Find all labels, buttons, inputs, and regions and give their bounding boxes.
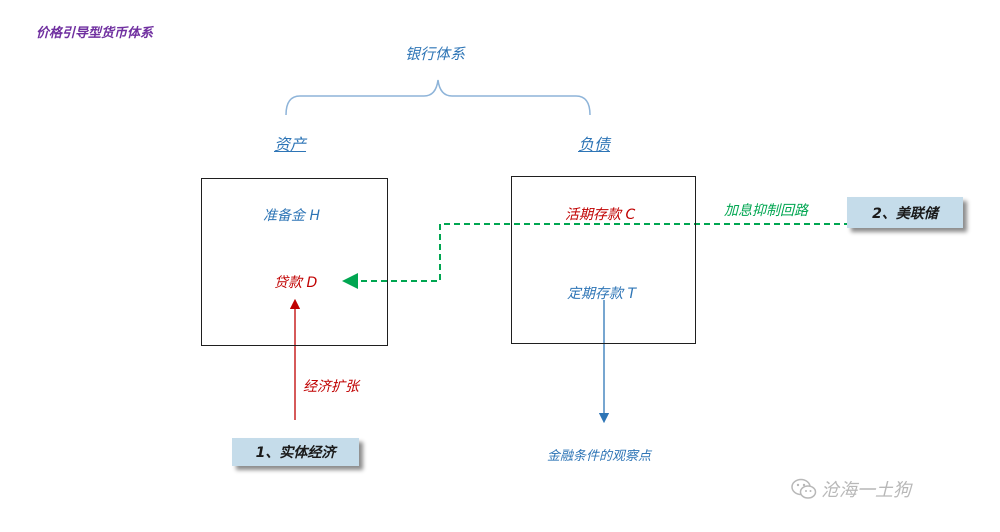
- rate-hike-loop-label: 加息抑制回路: [724, 203, 808, 219]
- demand-deposit-item: 活期存款 C: [565, 207, 636, 223]
- wechat-icon: [791, 478, 817, 499]
- economic-expansion-label: 经济扩张: [303, 379, 359, 395]
- bank-system-label: 银行体系: [405, 45, 466, 63]
- assets-label: 资产: [274, 135, 307, 154]
- assets-box: [201, 178, 388, 346]
- page-title: 价格引导型货币体系: [36, 26, 154, 41]
- liabilities-box: [511, 176, 696, 344]
- real-economy-tag: 1、实体经济: [232, 438, 359, 466]
- observation-point-label: 金融条件的观察点: [547, 449, 652, 464]
- loan-item: 贷款 D: [274, 275, 318, 291]
- liabilities-label: 负债: [578, 135, 611, 154]
- rate-hike-loop-line: [342, 223, 850, 289]
- reserve-item: 准备金 H: [263, 208, 320, 224]
- fed-tag: 2、美联储: [847, 197, 963, 228]
- bank-system-brace: [285, 79, 591, 116]
- watermark-text: 沧海一土狗: [821, 480, 911, 501]
- watermark: 沧海一土狗: [791, 476, 911, 502]
- time-deposit-item: 定期存款 T: [567, 286, 637, 302]
